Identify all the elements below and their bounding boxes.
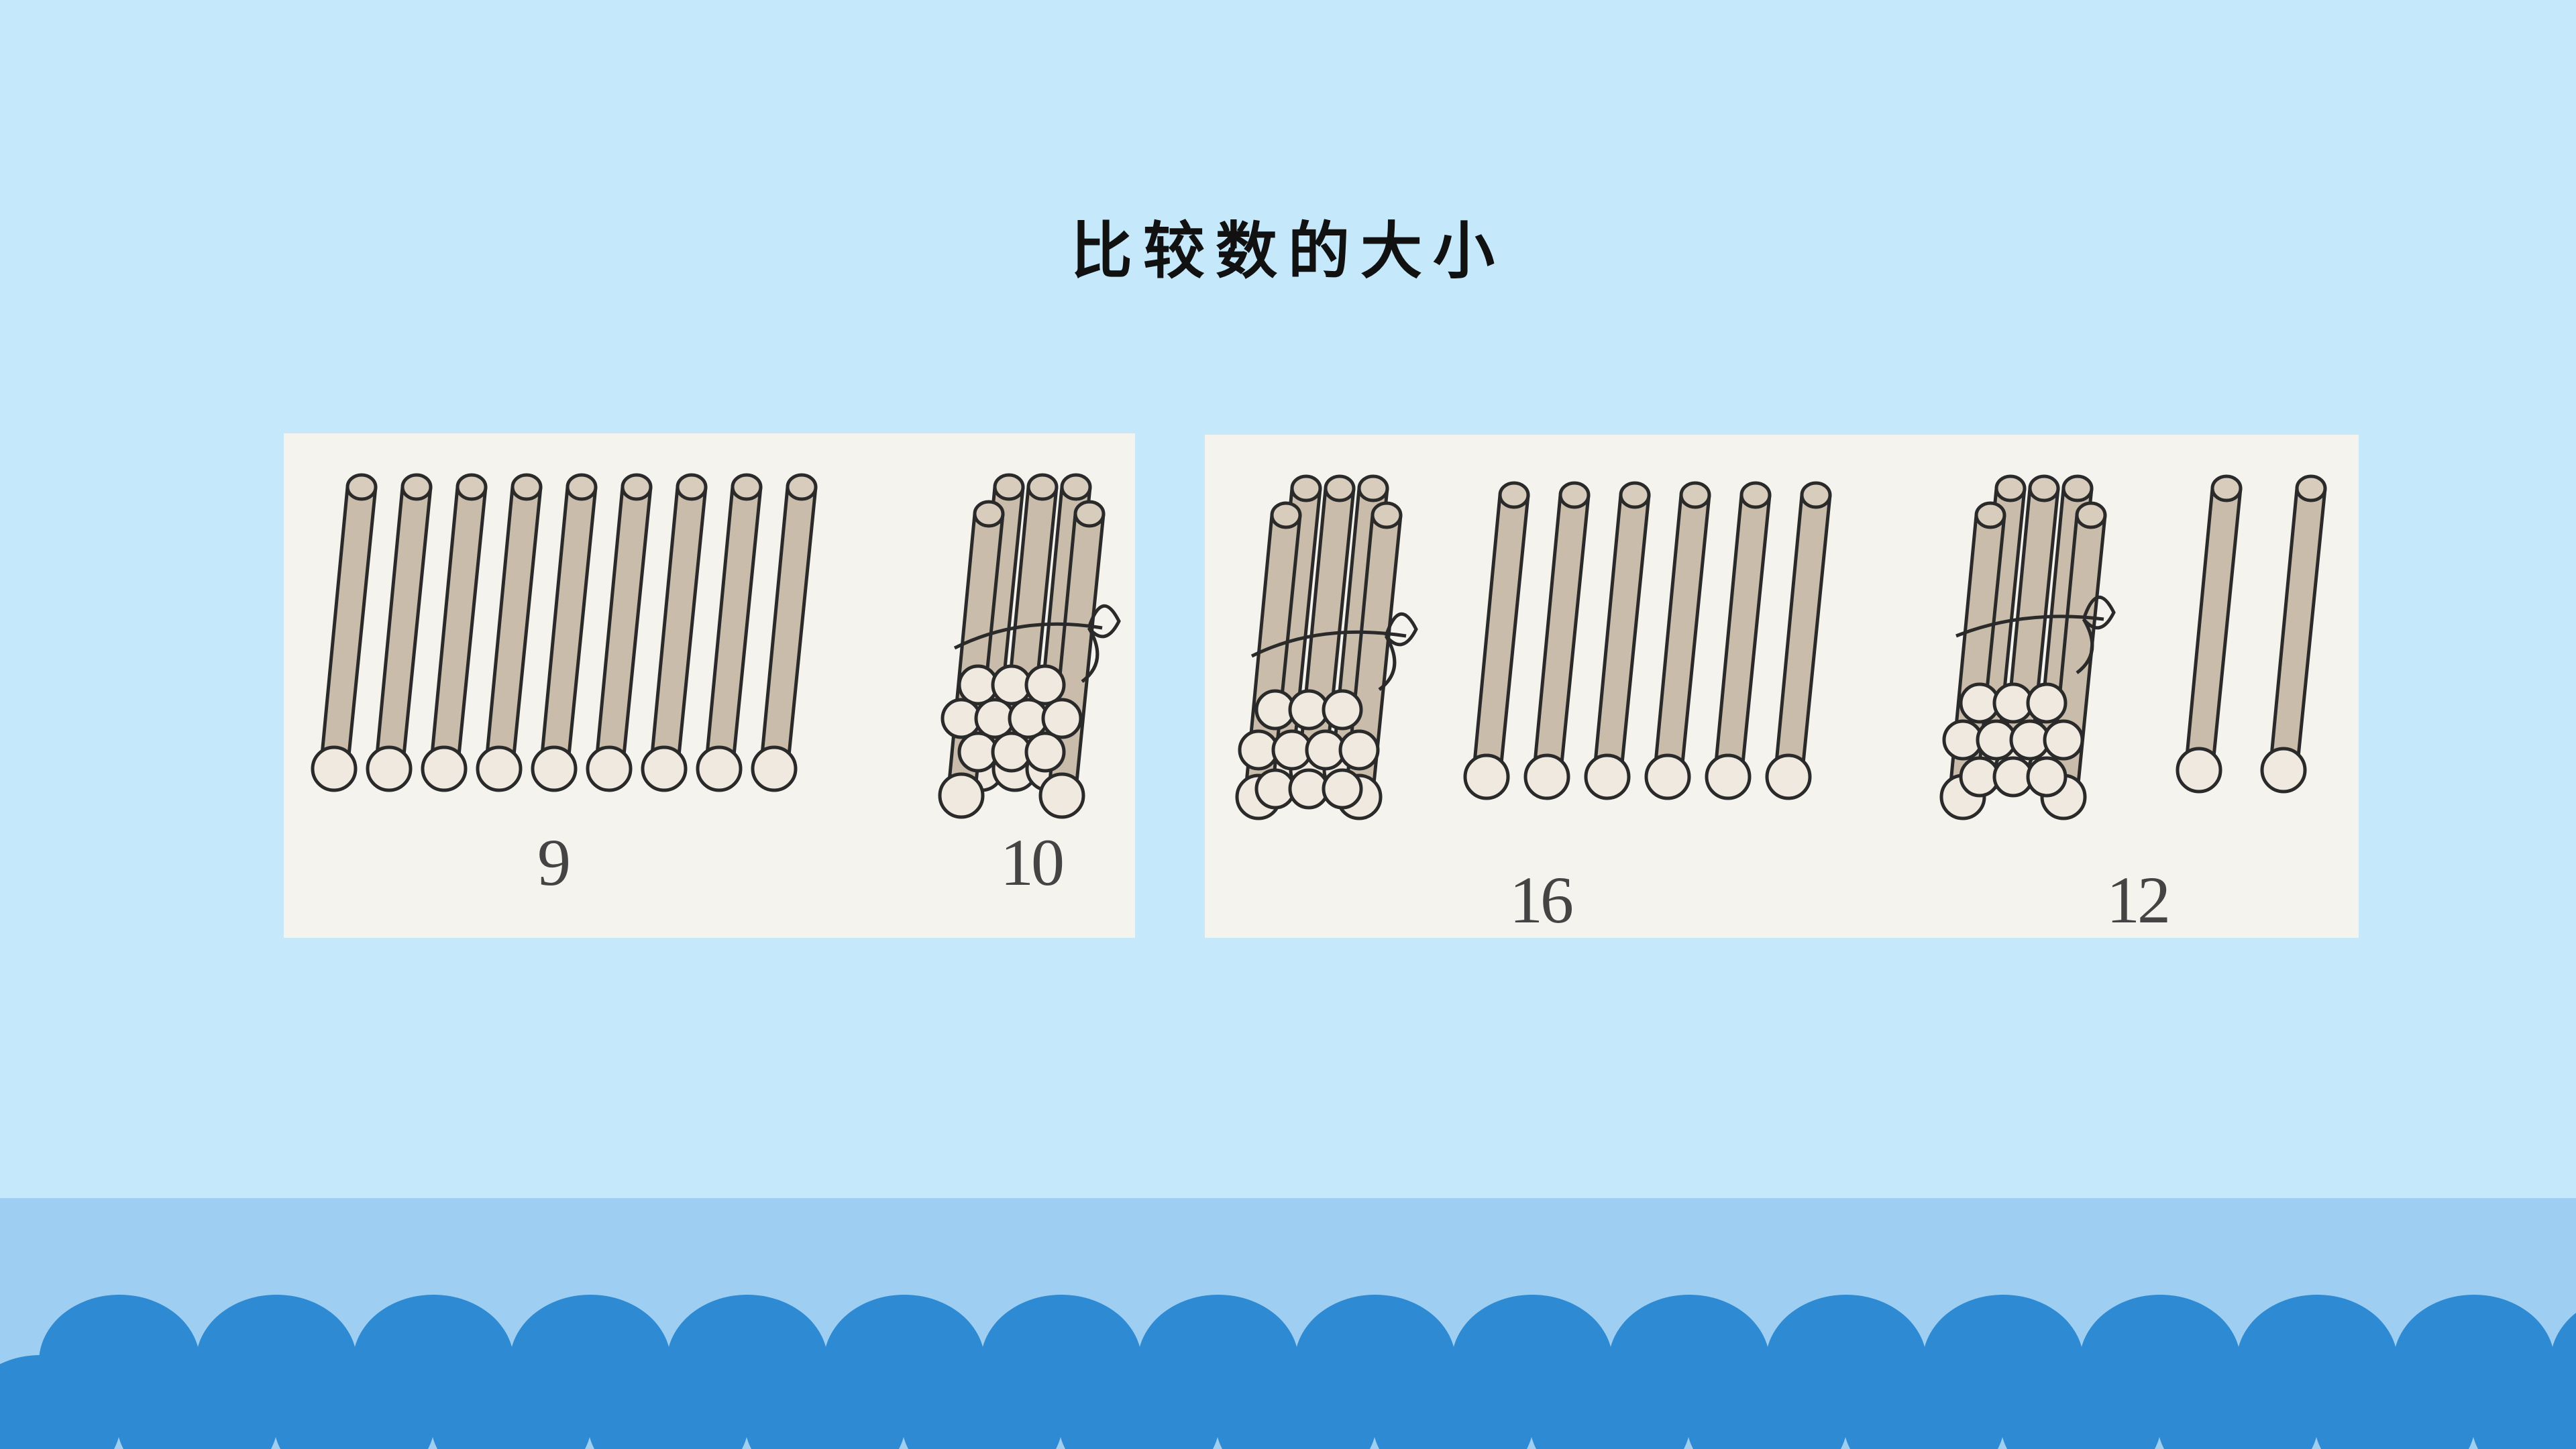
group-label: 12 bbox=[2106, 863, 2171, 937]
wave-scallop bbox=[431, 1355, 592, 1449]
wave-scallop bbox=[2000, 1355, 2161, 1449]
wave-scallop bbox=[1373, 1355, 1534, 1449]
wave-scallop bbox=[1059, 1355, 1220, 1449]
wave-scallop bbox=[902, 1355, 1063, 1449]
group-label: 10 bbox=[1000, 825, 1065, 900]
slide-title: 比较数的大小 bbox=[1070, 215, 1505, 287]
wave-scallop bbox=[2314, 1355, 2475, 1449]
wave-scallop bbox=[1529, 1355, 1690, 1449]
counting-sticks-illustration-1 bbox=[284, 433, 1121, 938]
group-label: 9 bbox=[537, 825, 571, 900]
wave-scallop bbox=[745, 1355, 906, 1449]
wave-scallop bbox=[1686, 1355, 1847, 1449]
counting-sticks-panel-2: 16 12 bbox=[1205, 435, 2359, 938]
single-sticks-2 bbox=[2178, 476, 2325, 792]
bundle-of-ten bbox=[1237, 476, 1418, 818]
wave-scallop bbox=[1216, 1355, 1377, 1449]
wave-scallop bbox=[0, 1355, 121, 1449]
wave-scallop bbox=[588, 1355, 749, 1449]
wave-scallop bbox=[2157, 1355, 2318, 1449]
wave-scallop bbox=[2471, 1355, 2576, 1449]
counting-sticks-panel-1: 9 10 bbox=[284, 433, 1135, 938]
single-sticks-9 bbox=[313, 475, 816, 790]
single-sticks-6 bbox=[1465, 483, 1830, 798]
wave-scallop bbox=[117, 1355, 278, 1449]
wave-scallop bbox=[274, 1355, 435, 1449]
counting-sticks-illustration-2 bbox=[1205, 435, 2359, 938]
footer-waves bbox=[0, 1295, 2576, 1449]
bundle-of-ten bbox=[1941, 476, 2116, 818]
wave-scallop bbox=[1843, 1355, 2004, 1449]
bundle-of-ten bbox=[940, 475, 1121, 817]
group-label: 16 bbox=[1509, 863, 1574, 937]
